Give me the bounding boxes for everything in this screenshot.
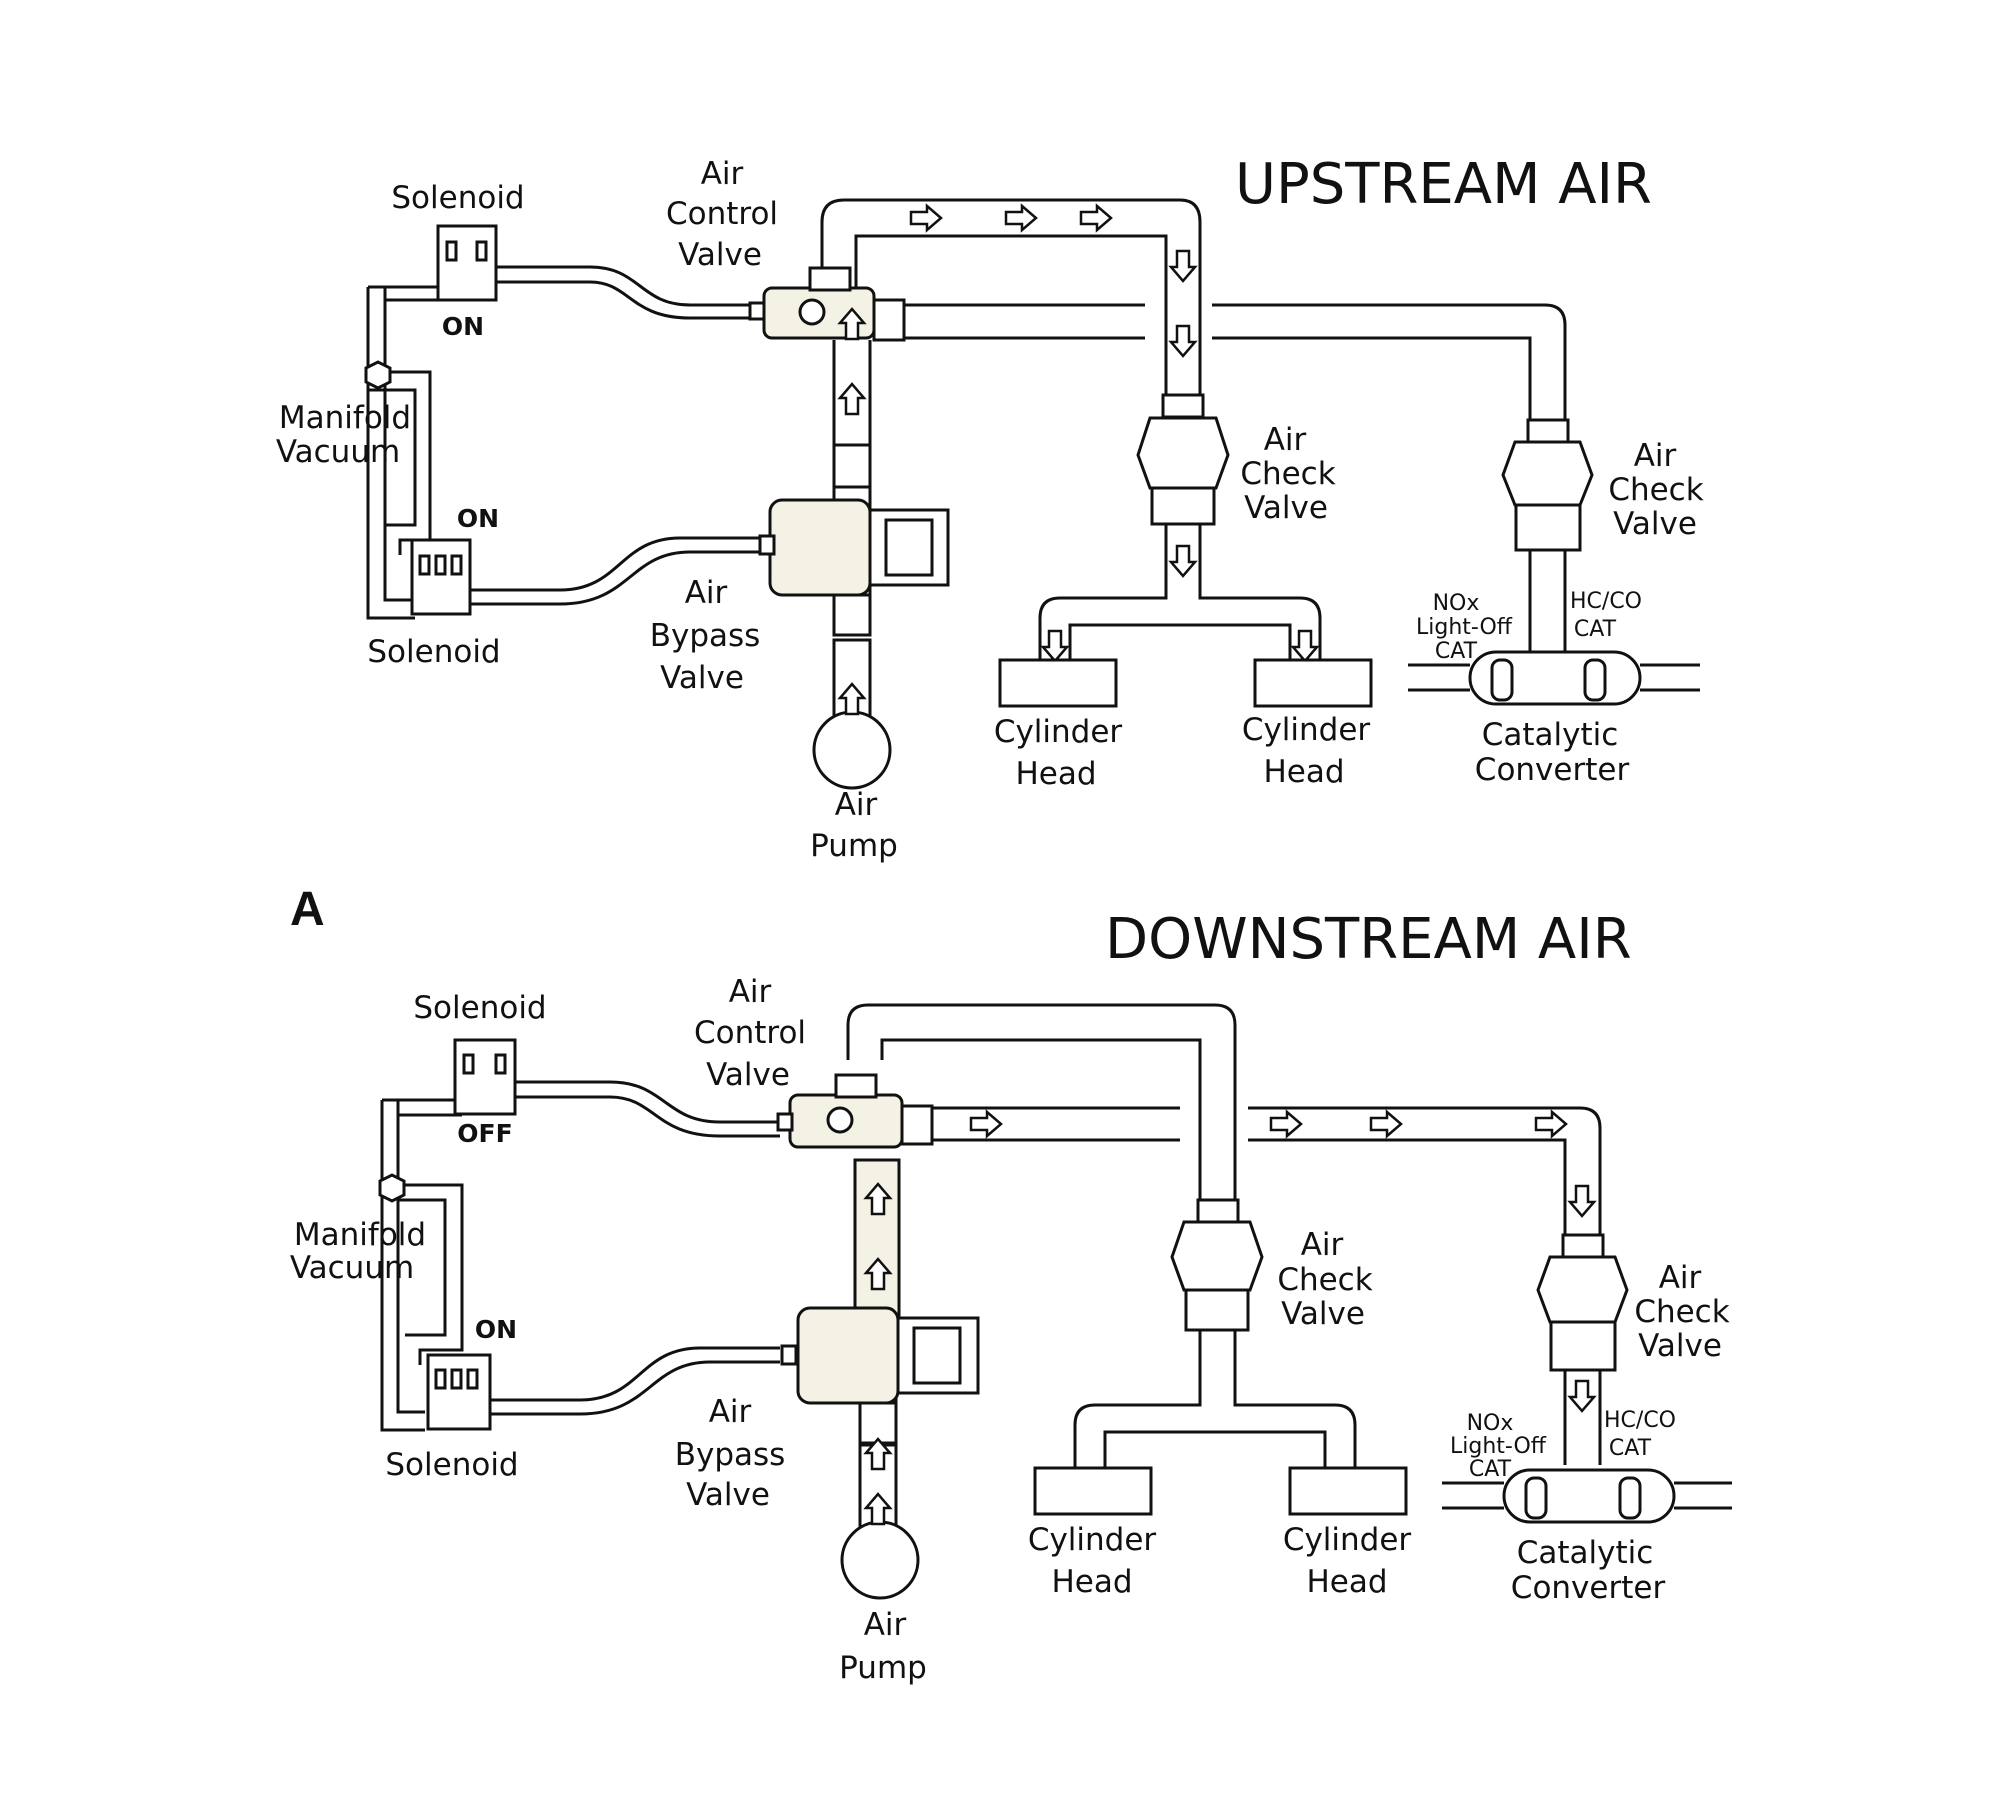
upstream-air-check-valve-left-label-1: Air	[1264, 422, 1307, 458]
downstream-cylinder-head-right-label-2: Head	[1306, 1564, 1387, 1600]
downstream-air-check-valve-right-label-3: Valve	[1638, 1328, 1722, 1364]
upstream-air-control-valve	[748, 266, 906, 342]
upstream-air-check-valve-left-label-2: Check	[1240, 456, 1335, 492]
downstream-air-control-valve	[776, 1073, 934, 1149]
upstream-air-control-valve-label-1: Air	[701, 156, 744, 192]
upstream-catalytic-converter-label-2: Converter	[1475, 752, 1630, 788]
downstream-solenoid-top	[453, 1038, 517, 1116]
downstream-air-check-valve-left-label-1: Air	[1301, 1227, 1344, 1263]
downstream-air-bypass-valve	[780, 1158, 980, 1445]
downstream-air-check-valve-right-label-1: Air	[1659, 1260, 1702, 1296]
upstream-air-check-valve-right	[1501, 418, 1594, 552]
downstream-air-pump	[840, 1182, 920, 1600]
upstream-air-bypass-valve	[758, 443, 950, 637]
downstream-vacuum-hose	[380, 1080, 780, 1432]
downstream-air-pump-label-1: Air	[864, 1607, 907, 1643]
upstream-manifold-vacuum-label-2: Vacuum	[276, 434, 400, 470]
upstream-air-check-valve-right-label-3: Valve	[1613, 506, 1697, 542]
upstream-nox-cat-label-1: NOx	[1433, 591, 1480, 616]
upstream-air-check-valve-left-label-3: Valve	[1244, 490, 1328, 526]
downstream-cylinder-head-left-label-1: Cylinder	[1028, 1522, 1157, 1558]
downstream-hcco-cat-label-1: HC/CO	[1604, 1408, 1676, 1433]
downstream-air-check-valve-left-label-2: Check	[1277, 1262, 1372, 1298]
downstream-air-check-valve-right	[1536, 1233, 1629, 1372]
upstream-nox-cat-label-2: Light-Off	[1416, 615, 1513, 640]
upstream-solenoid-top	[436, 224, 498, 302]
upstream-cylinder-head-right	[1253, 658, 1373, 708]
upstream-air-bypass-valve-label-3: Valve	[660, 660, 744, 696]
downstream-air-bypass-valve-label-2: Bypass	[675, 1437, 786, 1473]
downstream-catalytic-converter-label-2: Converter	[1511, 1570, 1666, 1606]
upstream-air-check-valve-right-label-1: Air	[1634, 438, 1677, 474]
upstream-solenoid-bottom	[410, 538, 472, 616]
upstream-hcco-cat-label-2: CAT	[1574, 617, 1617, 642]
downstream-nox-cat-label-3: CAT	[1469, 1457, 1512, 1482]
upstream-air-pump	[812, 307, 892, 790]
downstream-solenoid-bottom-state: ON	[475, 1315, 517, 1344]
downstream-air-check-valve-right-label-2: Check	[1634, 1294, 1729, 1330]
upstream-cylinder-head-right-label-1: Cylinder	[1242, 712, 1371, 748]
downstream-solenoid-bottom-label: Solenoid	[385, 1447, 518, 1483]
downstream-air-control-valve-label-1: Air	[729, 974, 772, 1010]
downstream-air-check-valve-left-label-3: Valve	[1281, 1296, 1365, 1332]
downstream-catalytic-converter	[1442, 1468, 1732, 1524]
upstream-cylinder-head-left-label-2: Head	[1015, 756, 1096, 792]
upstream-manifold-vacuum-label-1: Manifold	[279, 400, 411, 436]
downstream-title: DOWNSTREAM AIR	[1105, 907, 1632, 972]
downstream-air-bypass-valve-label-3: Valve	[686, 1477, 770, 1513]
downstream-cylinder-head-left	[1033, 1466, 1153, 1516]
upstream-manifold-vacuum-tee	[364, 360, 392, 390]
upstream-title: UPSTREAM AIR	[1235, 152, 1652, 217]
upstream-solenoid-top-label: Solenoid	[391, 180, 524, 216]
downstream-cylinder-head-right	[1288, 1466, 1408, 1516]
downstream-air-check-valve-left	[1170, 1198, 1264, 1332]
upstream-solenoid-bottom-label: Solenoid	[367, 634, 500, 670]
downstream-catalytic-converter-label-1: Catalytic	[1517, 1535, 1654, 1571]
downstream-manifold-vacuum-label-1: Manifold	[294, 1217, 426, 1253]
upstream-cylinder-head-left-label-1: Cylinder	[994, 714, 1123, 750]
upstream-flow-arrows	[909, 204, 1319, 663]
upstream-air-check-valve-left	[1136, 393, 1230, 526]
upstream-catalytic-converter-label-1: Catalytic	[1482, 717, 1619, 753]
upstream-catalytic-converter	[1408, 650, 1700, 706]
upstream-cylinder-head-left	[998, 658, 1118, 708]
downstream-manifold-vacuum-tee	[378, 1173, 406, 1203]
downstream-nox-cat-label-1: NOx	[1467, 1411, 1514, 1436]
downstream-panel: DOWNSTREAM AIR	[290, 907, 1732, 1686]
downstream-air-control-valve-label-3: Valve	[706, 1057, 790, 1093]
downstream-solenoid-bottom	[426, 1353, 492, 1431]
upstream-cylinder-head-right-label-2: Head	[1263, 754, 1344, 790]
upstream-air-check-valve-right-label-2: Check	[1608, 472, 1703, 508]
downstream-cylinder-head-right-label-1: Cylinder	[1283, 1522, 1412, 1558]
upstream-air-control-valve-label-2: Control	[666, 196, 778, 232]
upstream-air-bypass-valve-label-2: Bypass	[650, 618, 761, 654]
panel-letter: A	[290, 883, 325, 936]
upstream-air-control-valve-label-3: Valve	[678, 237, 762, 273]
upstream-solenoid-top-state: ON	[442, 312, 484, 341]
upstream-nox-cat-label-3: CAT	[1435, 639, 1478, 664]
upstream-air-pump-label-2: Pump	[810, 828, 898, 864]
upstream-hcco-cat-label-1: HC/CO	[1570, 589, 1642, 614]
downstream-manifold-vacuum-label-2: Vacuum	[290, 1250, 414, 1286]
downstream-air-control-valve-label-2: Control	[694, 1015, 806, 1051]
upstream-solenoid-bottom-state: ON	[457, 504, 499, 533]
downstream-air-bypass-valve-label-1: Air	[709, 1394, 752, 1430]
downstream-solenoid-top-state: OFF	[457, 1119, 512, 1148]
downstream-solenoid-top-label: Solenoid	[413, 990, 546, 1026]
upstream-panel: UPSTREAM AIR	[276, 152, 1704, 864]
downstream-cylinder-head-left-label-2: Head	[1051, 1564, 1132, 1600]
downstream-nox-cat-label-2: Light-Off	[1450, 1434, 1547, 1459]
downstream-air-pump-label-2: Pump	[839, 1650, 927, 1686]
upstream-air-bypass-valve-label-1: Air	[685, 575, 728, 611]
upstream-air-pump-label-1: Air	[835, 787, 878, 823]
downstream-hcco-cat-label-2: CAT	[1609, 1436, 1652, 1461]
